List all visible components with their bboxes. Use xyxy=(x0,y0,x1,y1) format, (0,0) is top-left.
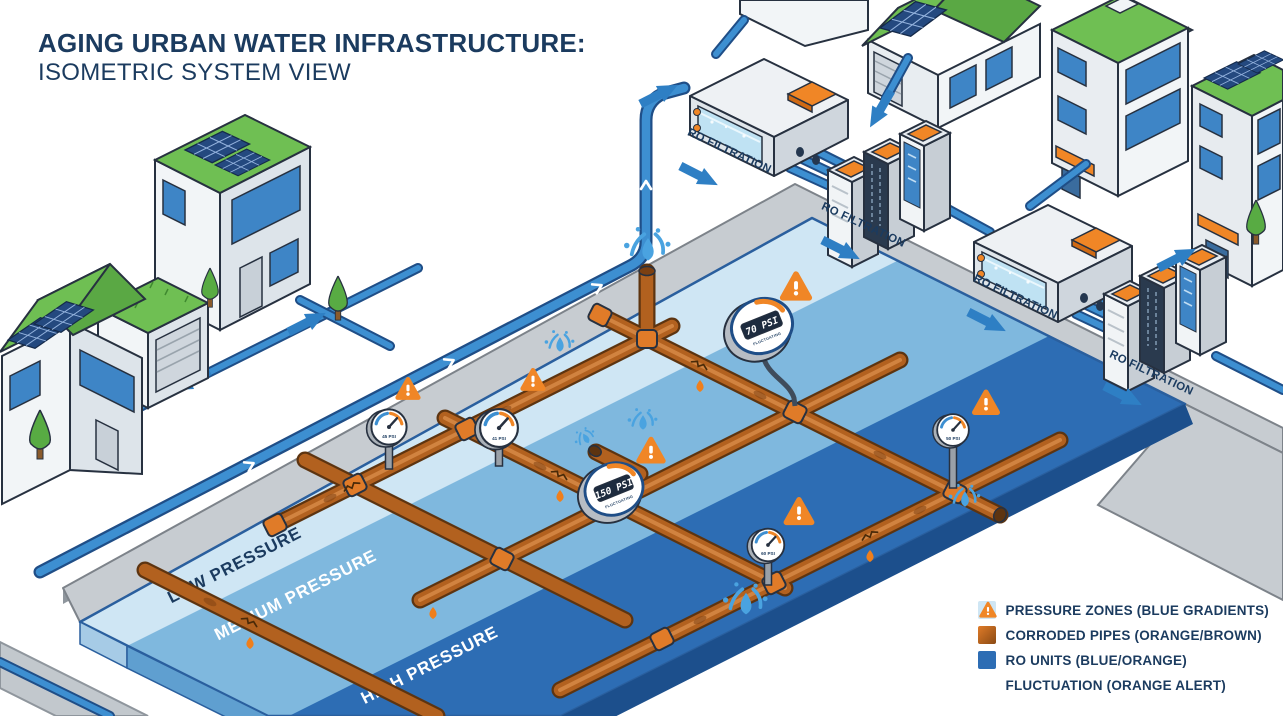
building-tower xyxy=(1049,0,1195,200)
garage-door xyxy=(155,316,201,394)
gauge-value: 60 PSI xyxy=(761,551,775,556)
road-strip xyxy=(0,640,149,716)
flow-arrow xyxy=(676,158,722,193)
building-solar-pitched xyxy=(861,0,1042,130)
pressure-gauge-analog-2: 41 PSI xyxy=(473,407,520,467)
title-line-1: AGING URBAN WATER INFRASTRUCTURE: xyxy=(38,28,586,58)
building-small xyxy=(739,0,869,48)
alert-triangle-icon xyxy=(978,601,997,694)
pressure-gauge-analog-4: 50 PSI xyxy=(931,412,971,489)
legend-item-pressure-zones: PRESSURE ZONES (BLUE GRADIENTS) xyxy=(977,601,1269,619)
city-buildings xyxy=(739,0,1283,288)
window xyxy=(79,348,135,414)
pressure-gauge-analog-1: 45 PSI xyxy=(365,407,409,470)
window xyxy=(162,178,186,227)
door xyxy=(239,255,263,319)
legend-label: PRESSURE ZONES (BLUE GRADIENTS) xyxy=(1005,602,1269,618)
gauge-value: 45 PSI xyxy=(382,434,396,439)
title-line-2: ISOMETRIC SYSTEM VIEW xyxy=(38,59,351,87)
open-pipe-end xyxy=(992,507,1008,523)
awning xyxy=(1197,212,1239,247)
corroded-pipe-network xyxy=(145,267,1060,716)
house-pitched-roof xyxy=(0,262,147,506)
window xyxy=(269,237,299,288)
gauge-value: 41 PSI xyxy=(492,436,506,441)
residential-houses xyxy=(0,113,423,506)
page-title: AGING URBAN WATER INFRASTRUCTURE: ISOMET… xyxy=(38,28,586,88)
broken-pipe-end xyxy=(588,444,602,458)
legend-label: FLUCTUATION (ORANGE ALERT) xyxy=(1005,677,1226,693)
legend-label: RO UNITS (BLUE/ORANGE) xyxy=(1005,652,1187,668)
burst-stub-mouth xyxy=(638,265,656,277)
corroded-pipe-swatch xyxy=(977,626,996,644)
gauge-value: 50 PSI xyxy=(946,436,960,441)
pressure-gauge-digital-2: 70 PSI FLUCTUATING xyxy=(715,289,803,407)
legend-label: CORRODED PIPES (ORANGE/BROWN) xyxy=(1005,627,1262,643)
pressure-gauges: 45 PSI 41 PSI 150 PSI FLUCTUATING 70 PSI… xyxy=(365,289,971,586)
pressure-gauge-analog-3: 60 PSI xyxy=(745,527,786,586)
legend-item-fluctuation: FLUCTUATION (ORANGE ALERT) xyxy=(978,601,1269,694)
window xyxy=(9,359,41,412)
legend-item-ro-units: RO UNITS (BLUE/ORANGE) xyxy=(977,651,1269,669)
legend-item-corroded-pipes: CORRODED PIPES (ORANGE/BROWN) xyxy=(977,626,1269,644)
pressure-gauge-digital-1: 150 PSI FLUCTUATING xyxy=(569,454,653,532)
door xyxy=(95,418,119,472)
window xyxy=(231,164,301,246)
ro-unit-swatch xyxy=(977,651,996,669)
legend: PRESSURE ZONES (BLUE GRADIENTS) CORRODED… xyxy=(977,601,1269,694)
